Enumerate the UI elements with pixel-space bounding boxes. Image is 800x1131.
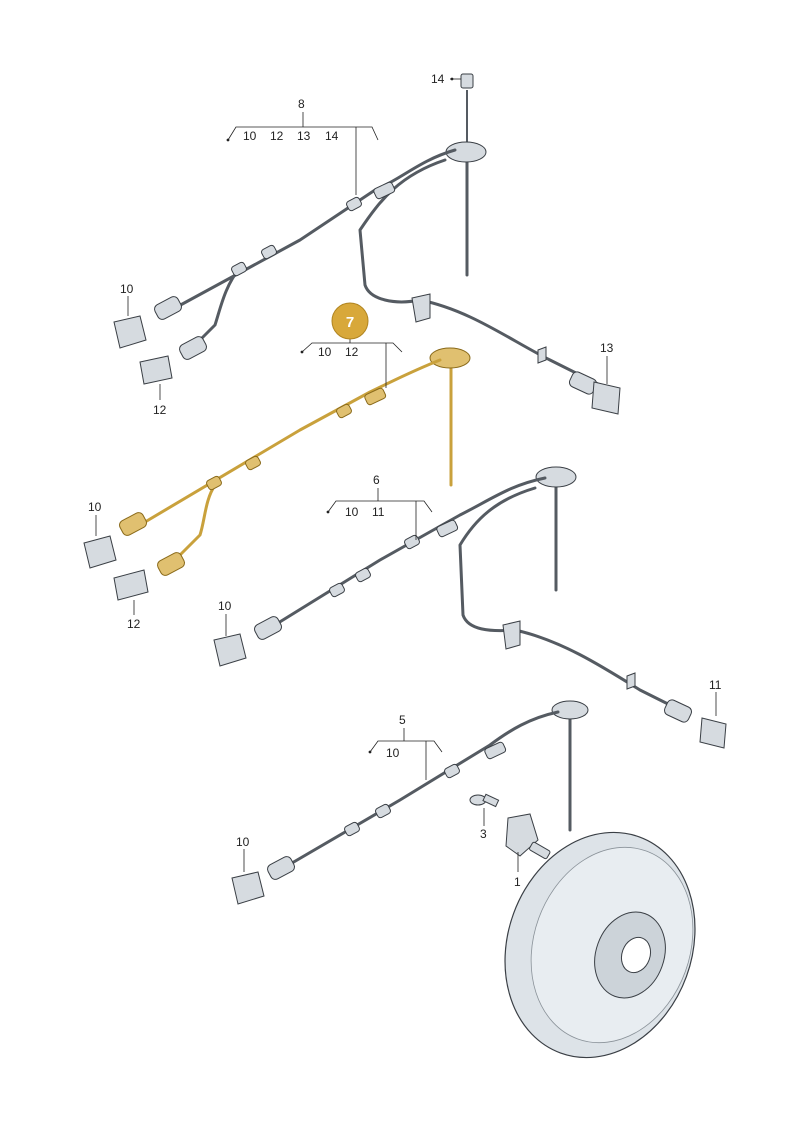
grommet-icon [535, 466, 577, 488]
bracket-8-item: 10 [243, 129, 257, 143]
square-connector-icon [231, 871, 265, 905]
grommet-icon [551, 700, 589, 720]
clip-bracket-icon [502, 620, 521, 650]
square-connector-icon [699, 717, 727, 749]
label-assembly-8: 8 [298, 97, 305, 111]
harness-5[interactable] [231, 700, 589, 905]
bracket-6-item: 10 [345, 505, 359, 519]
harness-8[interactable] [113, 73, 621, 415]
harness-6[interactable] [213, 466, 727, 749]
callout-label: 7 [346, 314, 354, 331]
label-part-12: 12 [153, 403, 167, 417]
clip-bracket-icon [411, 293, 431, 323]
plug-connector-icon [154, 296, 598, 395]
bracket-7-item: 10 [318, 345, 332, 359]
label-part-11: 11 [709, 678, 722, 692]
label-part-14: 14 [431, 72, 445, 86]
square-connector-icon [213, 633, 247, 667]
label-part-12: 12 [127, 617, 141, 631]
callout-7[interactable]: 7 [331, 302, 369, 340]
bracket-8-item: 12 [270, 129, 284, 143]
label-part-10: 10 [120, 282, 134, 296]
square-connector-icon [591, 381, 621, 415]
cap-icon [460, 73, 474, 89]
label-part-10: 10 [218, 599, 232, 613]
harness-7-highlighted[interactable] [118, 347, 471, 577]
bolt-icon [469, 793, 500, 808]
rpm-sensor-icon [505, 813, 551, 860]
brake-disc-icon [504, 831, 696, 1059]
bracket-6-item: 11 [372, 505, 385, 519]
callout-circle [331, 302, 369, 340]
bracket-5-item: 10 [386, 746, 400, 760]
grommet-icon [429, 347, 471, 369]
square-connector-icon [113, 569, 149, 601]
bracket-7-item: 12 [345, 345, 359, 359]
label-part-10: 10 [236, 835, 250, 849]
label-part-3: 3 [480, 827, 487, 841]
square-connector-icon [139, 355, 173, 385]
label-part-10: 10 [88, 500, 102, 514]
label-part-1: 1 [514, 875, 521, 889]
square-connector-icon [113, 315, 147, 349]
square-connector-icon [83, 535, 117, 569]
bracket-8-item: 13 [297, 129, 311, 143]
label-part-13: 13 [600, 341, 614, 355]
label-assembly-6: 6 [373, 473, 380, 487]
bracket-8-item: 14 [325, 129, 339, 143]
label-assembly-5: 5 [399, 713, 406, 727]
